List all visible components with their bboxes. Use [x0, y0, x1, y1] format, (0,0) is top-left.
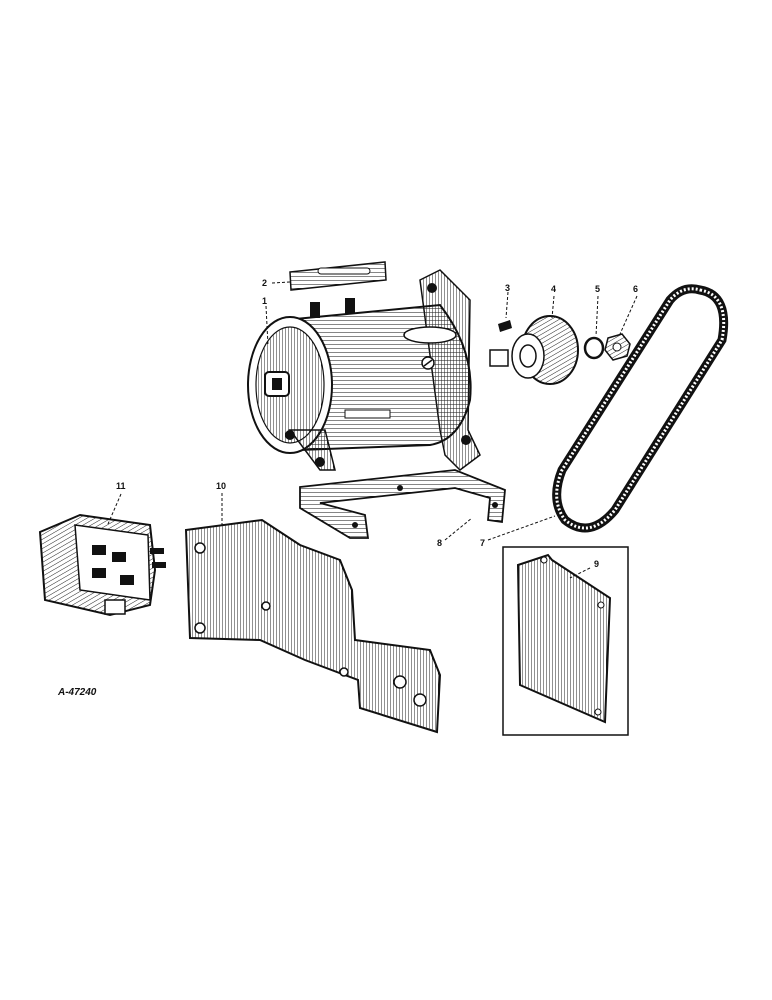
adjusting-strap: [289, 261, 387, 291]
callout-5: 5: [595, 284, 600, 294]
callout-3: 3: [505, 283, 510, 293]
leader-lines: [107, 281, 638, 579]
fan-belt: [552, 284, 729, 533]
callout-8: 8: [437, 538, 442, 548]
callout-10: 10: [216, 481, 226, 491]
callout-9: 9: [594, 559, 599, 569]
bracket-plate-inset: [516, 553, 612, 724]
woodruff-key: [498, 320, 512, 332]
callout-7: 7: [480, 538, 485, 548]
voltage-regulator: [38, 513, 166, 617]
inset-frame: [502, 546, 629, 736]
mounting-plate: [184, 518, 442, 734]
callout-4: 4: [551, 284, 556, 294]
callout-11: 11: [116, 481, 126, 491]
generator: [247, 269, 509, 471]
callout-2: 2: [262, 278, 267, 288]
callout-1: 1: [262, 296, 267, 306]
pulley-nut: [604, 333, 631, 361]
lock-washer: [583, 336, 605, 360]
pulley: [511, 315, 579, 385]
callout-labels: 1 2 3 4 5 6 7 8 9 10 11: [116, 278, 638, 569]
callout-6: 6: [633, 284, 638, 294]
generator-bracket: [299, 469, 506, 539]
figure-id: A-47240: [57, 687, 97, 698]
